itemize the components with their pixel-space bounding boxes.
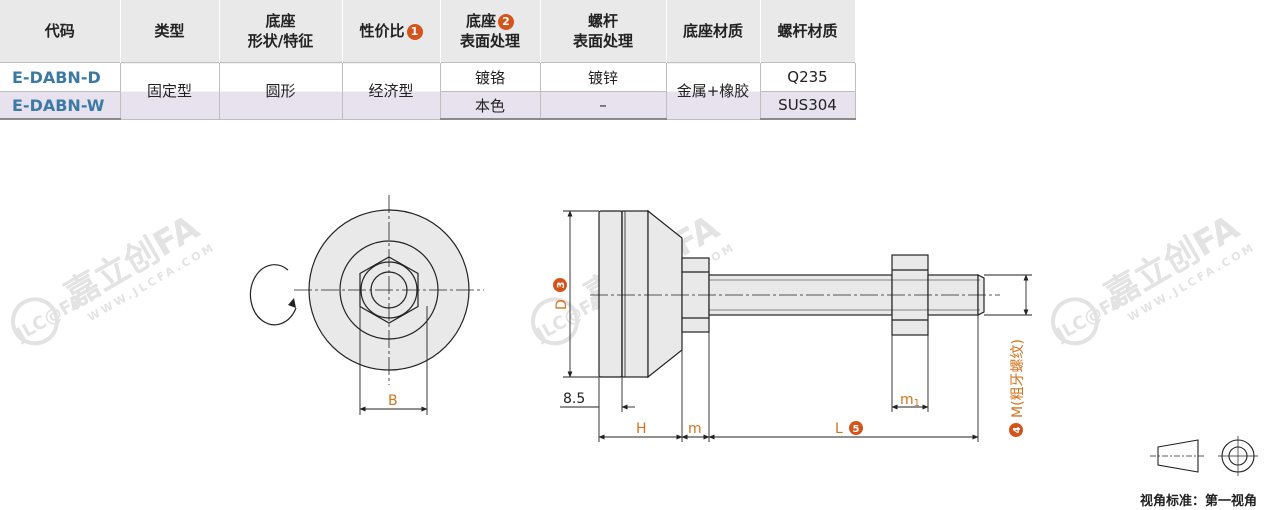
base-pad (598, 210, 623, 378)
badge-1: 1 (406, 24, 423, 40)
header-screw-material: 螺杆材质 (760, 0, 856, 63)
header-base-material: 底座材质 (666, 0, 761, 63)
dim-L-badge: 5 (849, 421, 863, 435)
header-base-shape: 底座 形状/特征 (219, 0, 343, 63)
svg-text:3: 3 (556, 281, 567, 288)
base-body (621, 210, 649, 378)
svg-text:5: 5 (853, 424, 860, 435)
dim-m1 (891, 335, 929, 412)
dim-H-label: H (636, 421, 647, 437)
svg-text:4: 4 (1012, 426, 1023, 433)
dim-L-label: L (835, 421, 843, 437)
base-material-cell: 金属+橡胶 (665, 62, 761, 120)
dim-D-label: D (554, 299, 570, 310)
projection-label: 视角标准：第一视角 (1140, 494, 1258, 509)
type-cell: 固定型 (119, 62, 220, 120)
projection-symbol-icon (1150, 436, 1258, 476)
side-view (590, 209, 1000, 379)
header-code: 代码 (0, 0, 121, 63)
shape-cell: 圆形 (218, 62, 343, 120)
table-row: E-DABN-W 本色 – SUS304 (0, 91, 856, 120)
base-surface-cell: 本色 (439, 91, 541, 120)
screw-surface-cell: – (539, 91, 667, 120)
base-cone (647, 209, 683, 379)
screw-material-cell: SUS304 (759, 91, 856, 120)
base-surface-cell: 镀铬 (439, 62, 541, 92)
code-cell: E-DABN-W (0, 91, 121, 120)
dim-m-label: m (688, 421, 702, 437)
screw-material-cell: Q235 (759, 62, 856, 92)
header-screw-surface: 螺杆 表面处理 (540, 0, 667, 63)
dim-M-label: M(粗牙螺纹) (1010, 339, 1026, 418)
end-view (294, 195, 484, 385)
dim-B (359, 306, 428, 415)
dim-D-badge: 3 (553, 278, 567, 292)
code-cell: E-DABN-D (0, 62, 121, 92)
screw-surface-cell: 镀锌 (539, 62, 667, 92)
dim-D (563, 210, 599, 378)
dim-B-label: B (388, 393, 398, 409)
dim-M (984, 274, 1032, 316)
badge-2: 2 (498, 14, 514, 30)
dim-bottom (598, 315, 979, 442)
rotation-arrow (249, 264, 297, 326)
dim-pad (560, 377, 635, 442)
header-type: 类型 (120, 0, 220, 63)
watermark-right: JLC@FA 嘉立创FA WWW.JLCFA.COM (1051, 207, 1258, 346)
dim-pad-label: 8.5 (563, 391, 585, 407)
table-row: E-DABN-D 固定型 圆形 经济型 镀铬 镀锌 金属+橡胶 Q235 (0, 62, 856, 120)
dim-M-badge: 4 (1009, 423, 1023, 437)
watermark-left: JLC@FA 嘉立创FA WWW.JLCFA.COM (10, 207, 218, 346)
rotation-arrowhead (288, 298, 296, 308)
dim-m1-label: m1 (900, 392, 920, 409)
